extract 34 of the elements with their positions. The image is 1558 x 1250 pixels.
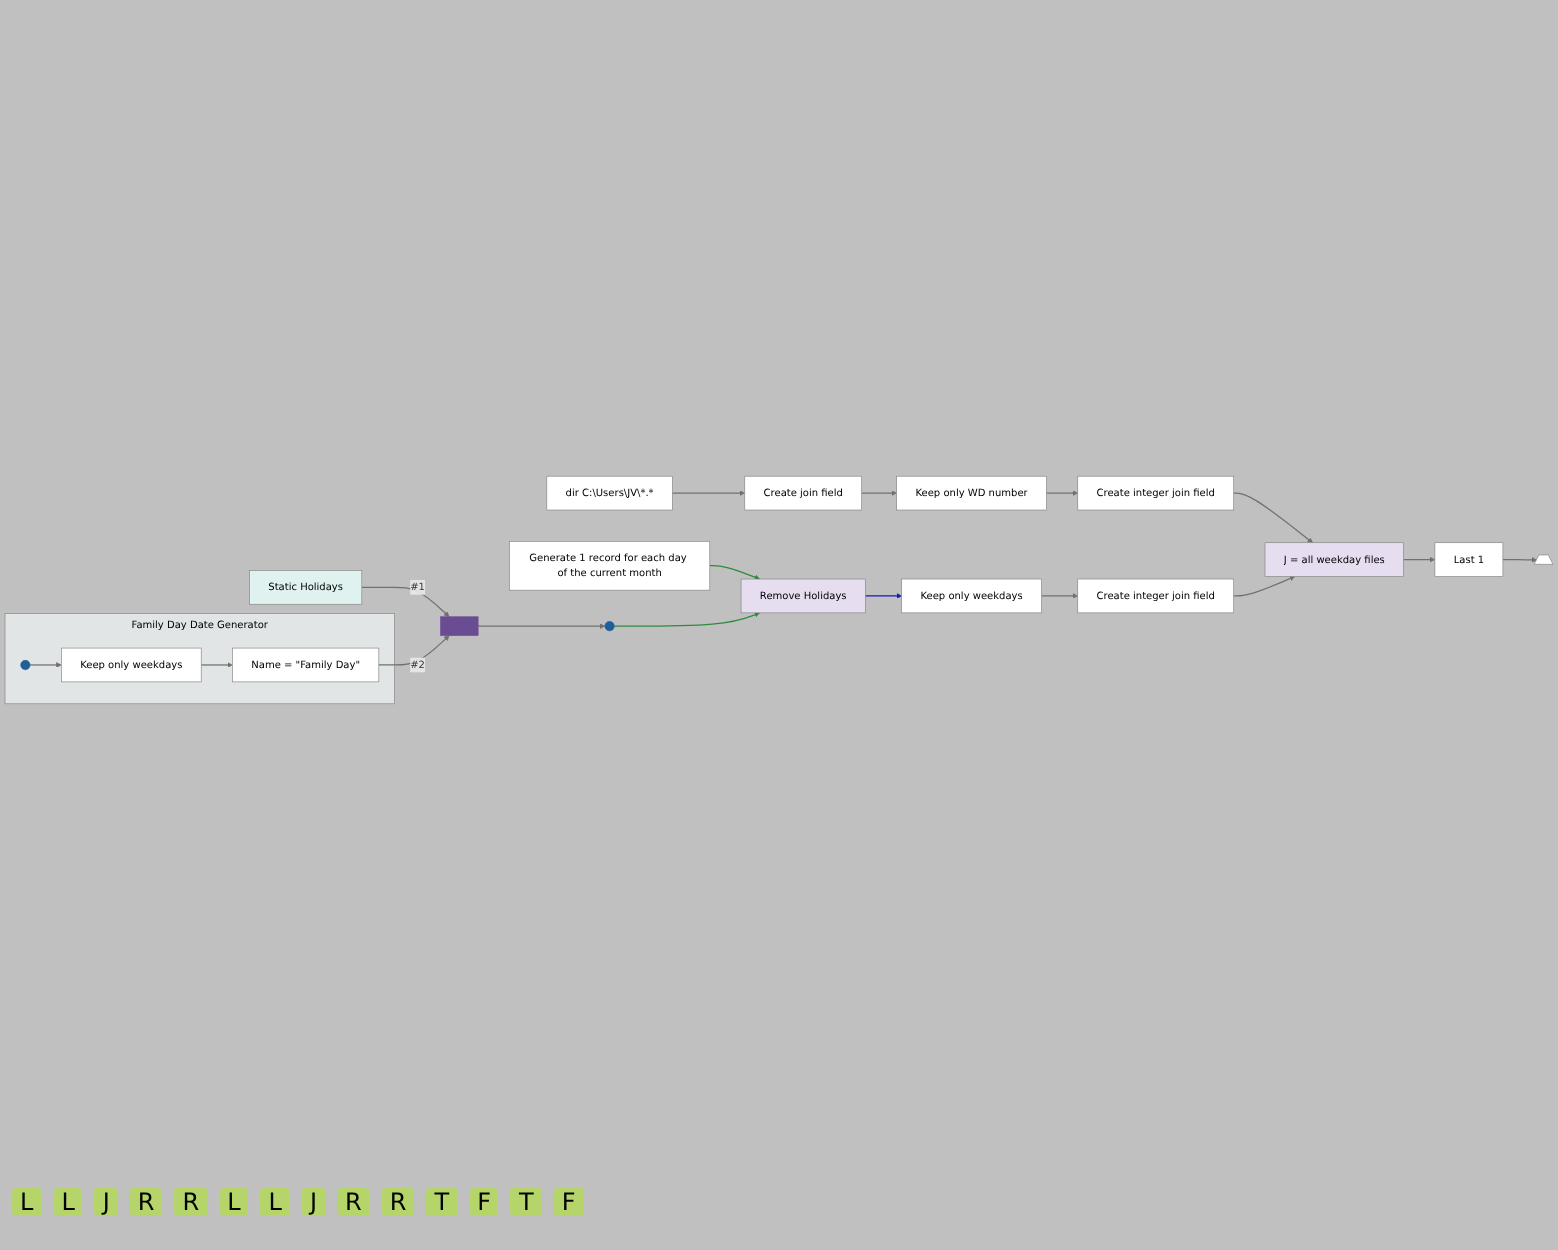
arrow xyxy=(477,623,606,629)
anchor-letter: L xyxy=(12,1188,42,1216)
arrow xyxy=(709,565,760,580)
anchor-letter: J xyxy=(301,1188,326,1216)
arrow xyxy=(671,490,746,496)
anchor-letter: R xyxy=(337,1188,370,1216)
arrow xyxy=(1402,556,1436,563)
arrow xyxy=(613,612,760,627)
node-circle xyxy=(604,621,615,632)
anchor-letter: R xyxy=(381,1188,415,1216)
node-circle xyxy=(20,659,31,670)
anchor-letter: J xyxy=(94,1188,118,1216)
node-picture xyxy=(1533,554,1554,565)
arrow xyxy=(1040,593,1079,599)
anchor-letter: R xyxy=(129,1188,163,1216)
arrow xyxy=(361,586,450,617)
anchor-letter: L xyxy=(53,1188,83,1216)
arrow xyxy=(864,593,902,599)
arrow xyxy=(861,490,897,496)
arrow xyxy=(1233,575,1295,597)
arrow xyxy=(1045,490,1079,496)
anchor-letter: L xyxy=(260,1188,290,1216)
anchor-letter: T xyxy=(426,1188,458,1216)
anchor-letter: F xyxy=(553,1188,584,1216)
anchor-letter: T xyxy=(510,1188,542,1216)
arrow xyxy=(1233,492,1313,543)
node-box xyxy=(440,616,479,636)
arrow xyxy=(1502,557,1538,563)
arrow xyxy=(378,635,450,666)
anchor-letter: F xyxy=(469,1188,499,1216)
anchor-letter: L xyxy=(219,1188,249,1216)
arrow xyxy=(29,662,62,668)
anchor-letter: R xyxy=(174,1188,208,1216)
arrow xyxy=(200,662,233,668)
